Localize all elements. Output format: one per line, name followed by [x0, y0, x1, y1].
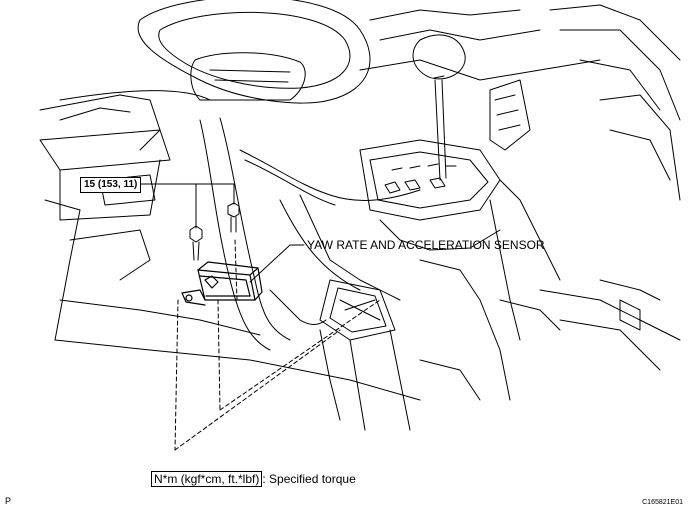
callout-leader-line	[249, 244, 305, 283]
torque-legend-description: : Specified torque	[262, 472, 356, 486]
figure-code: C165821E01	[642, 499, 683, 506]
floor-tunnel-outline	[319, 259, 681, 431]
torque-leader-lines	[139, 183, 235, 229]
steering-wheel-outline	[137, 0, 371, 104]
center-harness-outline	[199, 117, 421, 351]
torque-units-box: N*m (kgf*cm, ft.*lbf)	[151, 471, 263, 487]
left-panel-outline	[39, 129, 421, 401]
dashboard-outline	[39, 4, 681, 201]
installation-dashed-lines	[174, 239, 381, 451]
yaw-rate-sensor-drawing	[181, 261, 263, 306]
shift-console-outline	[359, 75, 561, 341]
page-marker: P	[5, 496, 12, 506]
torque-legend: N*m (kgf*cm, ft.*lbf): Specified torque	[151, 471, 356, 487]
bolt-icon	[189, 202, 240, 261]
torque-spec-label: 15 (153, 11)	[80, 177, 142, 193]
sensor-callout-label: YAW RATE AND ACCELERATION SENSOR	[307, 238, 545, 252]
